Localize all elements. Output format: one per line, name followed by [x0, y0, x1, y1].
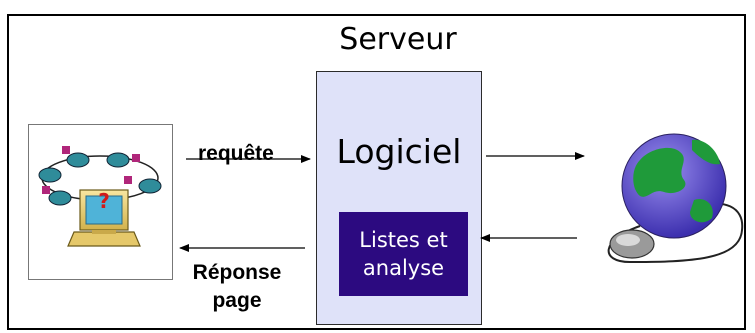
network-computer-icon: ?	[38, 146, 162, 247]
svg-text:?: ?	[98, 189, 110, 213]
server-title: Serveur	[339, 22, 457, 57]
software-label: Logiciel	[336, 132, 462, 171]
globe-mouse-icon	[607, 133, 744, 264]
page-label: page	[212, 289, 262, 312]
lists-analysis-box: Listes et analyse	[339, 212, 468, 296]
lists-analysis-line-2: analyse	[362, 256, 445, 280]
response-label: Réponse	[192, 261, 282, 284]
lists-analysis-line-1: Listes et	[359, 228, 448, 252]
